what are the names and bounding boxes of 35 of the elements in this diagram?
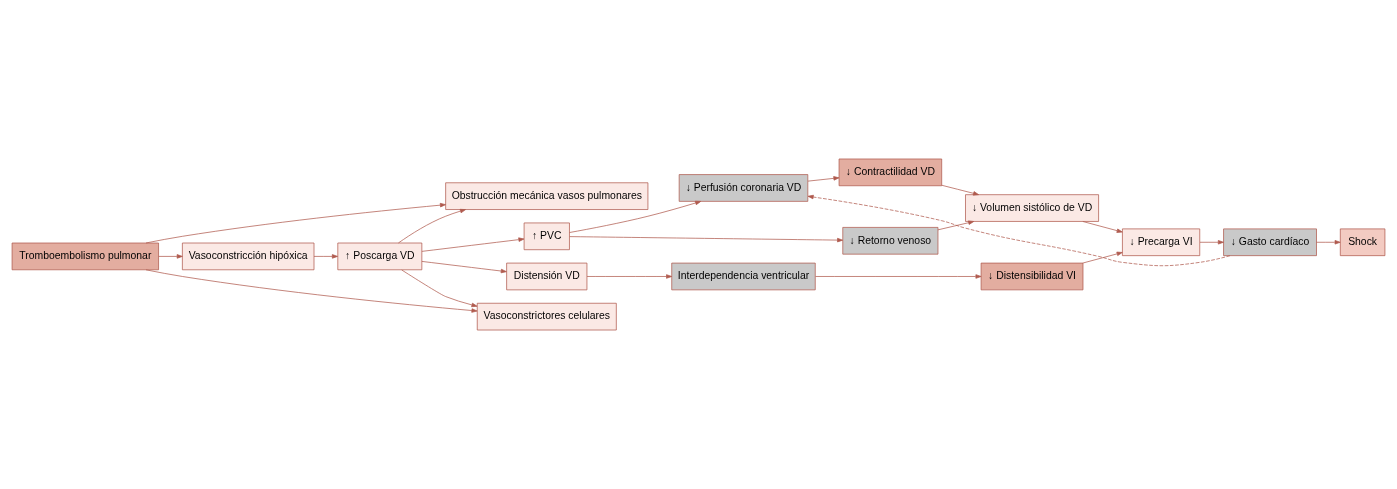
arrow [145,202,446,244]
arrow [1082,221,1123,233]
node-box: ↓ Gasto cardíaco [1223,228,1317,257]
node-box: ↑ Poscarga VD [337,242,423,271]
node-box: ↓ Perfusión coronaria VD [678,174,809,202]
arrow [815,274,982,279]
node-box: ↓ Contractilidad VD [838,158,943,187]
arrow [421,261,507,274]
arrow [145,269,478,313]
arrow [1316,240,1341,245]
arrow [807,176,840,182]
node-box: ↓ Precarga VI [1122,228,1201,257]
node-box: ↑ PVC [523,222,570,251]
arrow [1082,251,1123,264]
arrow [401,269,478,308]
node-box: ↓ Volumen sistólico de VD [965,194,1099,222]
arrow [937,220,975,231]
arrow [569,200,702,233]
arrow [313,254,338,259]
node-box: Obstrucción mecánica vasos pulmonares [445,182,649,210]
node-box: Distensión VD [506,262,588,291]
node-box: Vasoconstricción hipóxica [182,242,315,271]
node-box: Interdependencia ventricular [671,262,816,291]
arrow [158,254,183,259]
arrow [569,236,844,243]
node-box: ↓ Retorno venoso [842,227,939,255]
arrow [398,208,466,244]
node-box: ↓ Distensibilidad VI [980,262,1084,291]
node-box: Tromboembolismo pulmonar [11,242,159,271]
arrow [941,184,979,196]
arrow [421,237,525,252]
node-box: Vasoconstrictores celulares [476,302,617,331]
node-box: Shock [1339,228,1386,257]
arrow [1199,240,1224,245]
arrow [586,274,673,279]
